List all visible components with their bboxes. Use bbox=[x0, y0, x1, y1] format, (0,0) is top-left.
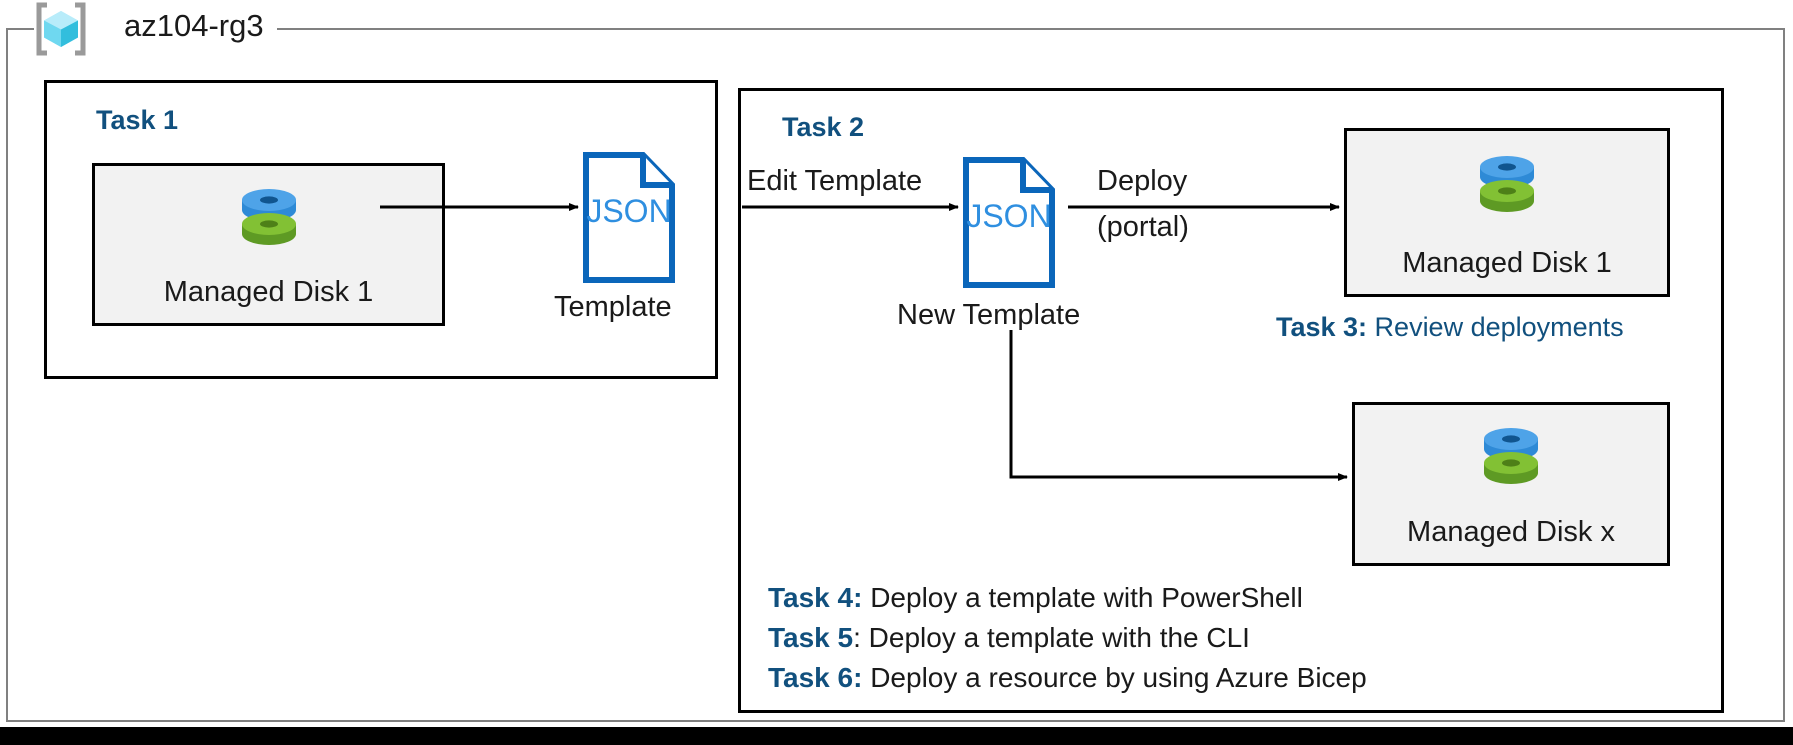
new-template-caption: New Template bbox=[897, 299, 1081, 331]
task-1-heading: Task 1 bbox=[96, 105, 179, 135]
task-2-heading: Task 2 bbox=[782, 112, 865, 142]
managed-disk-1-label-task1: Managed Disk 1 bbox=[163, 276, 374, 308]
task-5-desc: Deploy a template with the CLI bbox=[860, 622, 1250, 653]
resource-group-frame-top-left bbox=[6, 28, 34, 30]
managed-disk-icon bbox=[1477, 147, 1537, 213]
task-5-separator: : bbox=[853, 622, 861, 653]
task-3-key: Task 3: bbox=[1276, 312, 1368, 342]
task-2-container bbox=[738, 88, 1724, 713]
edge-label-deploy: Deploy bbox=[1097, 165, 1188, 197]
task-4-separator: : bbox=[853, 582, 863, 613]
resource-group-frame bbox=[6, 28, 1785, 722]
template-caption: Template bbox=[554, 291, 672, 323]
svg-text:JSON: JSON bbox=[586, 193, 671, 229]
edge-label-edit-template: Edit Template bbox=[747, 165, 923, 197]
task-4-key: Task 4 bbox=[768, 582, 854, 613]
resource-group-name: az104-rg3 bbox=[124, 8, 264, 43]
managed-disk-icon bbox=[1481, 419, 1541, 485]
task-5-key: Task 5 bbox=[768, 622, 854, 653]
managed-disk-1-label-task2: Managed Disk 1 bbox=[1402, 247, 1612, 279]
json-file-icon: JSON bbox=[963, 157, 1055, 288]
managed-disk-icon bbox=[239, 180, 299, 246]
task-1-container bbox=[44, 80, 718, 379]
managed-disk-x-label: Managed Disk x bbox=[1407, 516, 1615, 548]
svg-text:JSON: JSON bbox=[966, 198, 1051, 234]
task-6-desc: Deploy a resource by using Azure Bicep bbox=[862, 662, 1367, 693]
managed-disk-1-box-task1: Managed Disk 1 bbox=[92, 163, 445, 326]
task-4-desc: Deploy a template with PowerShell bbox=[862, 582, 1303, 613]
json-file-icon: JSON bbox=[583, 152, 675, 283]
task-3-text: Review deployments bbox=[1367, 312, 1624, 342]
task-list-item: Task 5: Deploy a template with the CLI bbox=[768, 618, 1367, 658]
managed-disk-x-box: Managed Disk x bbox=[1352, 402, 1670, 566]
task-list: Task 4: Deploy a template with PowerShel… bbox=[768, 578, 1367, 698]
task-list-item: Task 4: Deploy a template with PowerShel… bbox=[768, 578, 1367, 618]
task-list-item: Task 6: Deploy a resource by using Azure… bbox=[768, 658, 1367, 698]
task-3-caption: Task 3: Review deployments bbox=[1276, 312, 1624, 343]
azure-resource-group-icon bbox=[33, 2, 89, 56]
resource-group-frame-top-right bbox=[277, 28, 1785, 30]
managed-disk-1-box-task2: Managed Disk 1 bbox=[1344, 128, 1670, 297]
task-6-separator: : bbox=[853, 662, 863, 693]
edge-label-deploy-portal: (portal) bbox=[1097, 211, 1189, 243]
bottom-bar bbox=[0, 727, 1793, 745]
task-6-key: Task 6 bbox=[768, 662, 854, 693]
